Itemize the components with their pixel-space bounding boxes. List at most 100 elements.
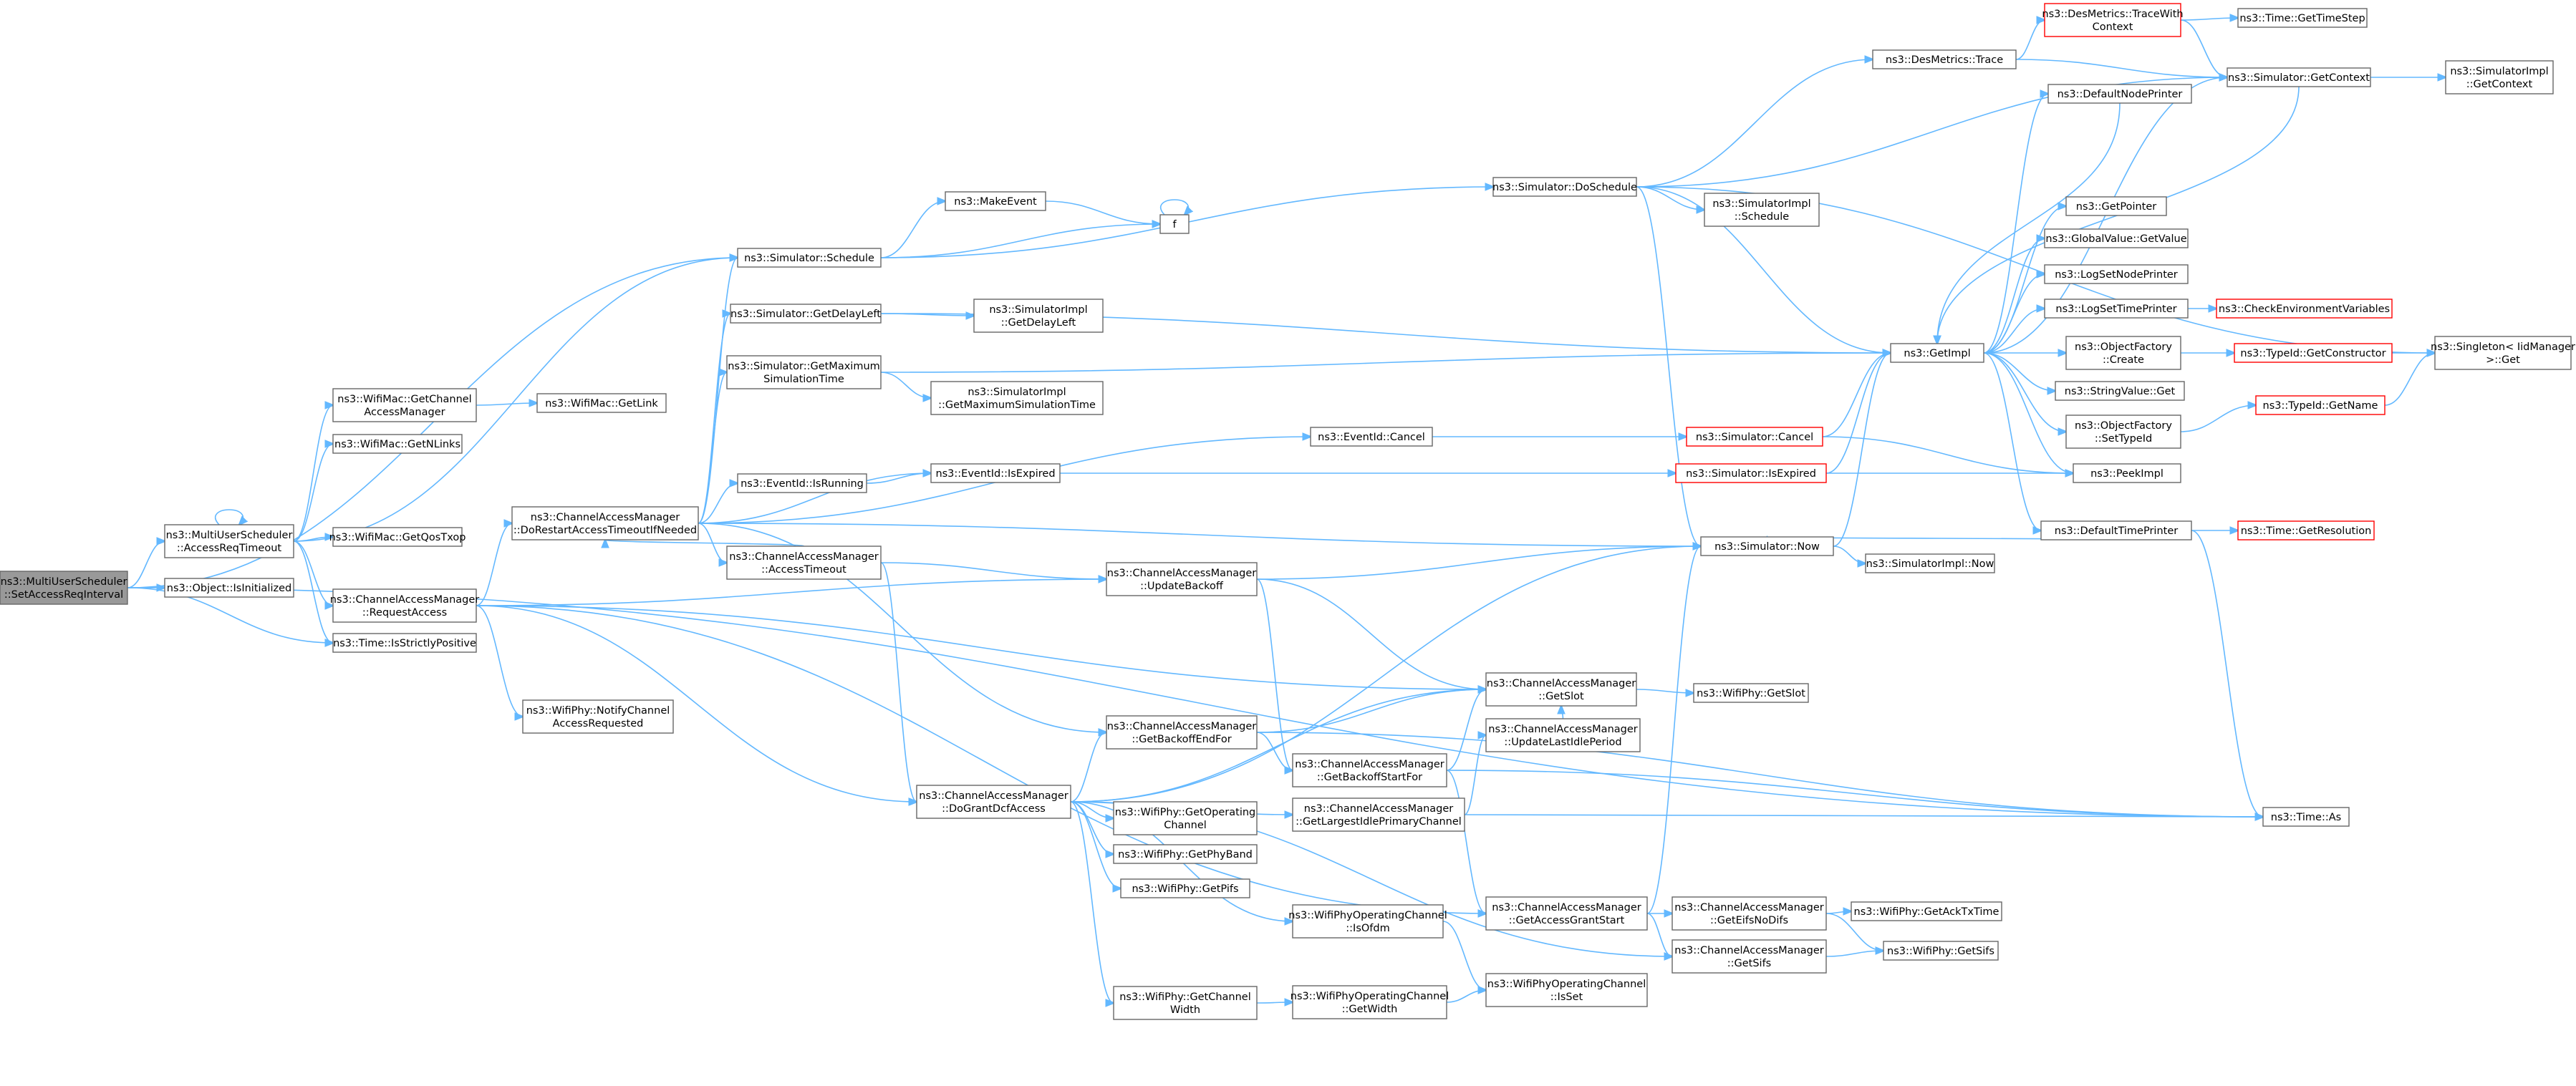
node-get-largest-idle[interactable]: ns3::ChannelAccessManager::GetLargestIdl… [1292, 797, 1465, 832]
node-update-last-idle[interactable]: ns3::ChannelAccessManager::UpdateLastIdl… [1485, 718, 1641, 752]
node-box [2065, 414, 2181, 449]
edge-type-id-get-name-to-singleton-get [2384, 353, 2435, 406]
node-is-initialized[interactable]: ns3::Object::IsInitialized [164, 578, 294, 598]
node-impl-schedule[interactable]: ns3::SimulatorImpl::Schedule [1704, 193, 1820, 227]
node-label-line: ::GetWidth [1342, 1004, 1398, 1015]
node-make-event[interactable]: ns3::MakeEvent [945, 191, 1046, 211]
node-op-is-set[interactable]: ns3::WifiPhyOperatingChannel::IsSet [1485, 973, 1648, 1007]
node-get-backoff-start-for[interactable]: ns3::ChannelAccessManager::GetBackoffSta… [1292, 753, 1447, 787]
node-get-eifs-no-difs[interactable]: ns3::ChannelAccessManager::GetEifsNoDifs [1671, 896, 1827, 931]
node-event-cancel[interactable]: ns3::EventId::Cancel [1310, 427, 1433, 447]
node-get-qos-txop[interactable]: ns3::WifiMac::GetQosTxop [329, 527, 466, 547]
node-do-schedule[interactable]: ns3::Simulator::DoSchedule [1492, 177, 1637, 197]
node-label-line: ns3::LogSetNodePrinter [2055, 269, 2178, 281]
node-get-impl[interactable]: ns3::GetImpl [1890, 343, 1984, 363]
node-des-trace[interactable]: ns3::DesMetrics::Trace [1872, 49, 2017, 69]
node-log-set-time-printer[interactable]: ns3::LogSetTimePrinter [2044, 299, 2189, 319]
node-impl-get-delay-left[interactable]: ns3::SimulatorImpl::GetDelayLeft [973, 299, 1104, 333]
node-access-timeout[interactable]: ns3::ChannelAccessManager::AccessTimeout [726, 546, 882, 580]
node-type-id-get-name[interactable]: ns3::TypeId::GetName [2255, 395, 2386, 415]
node-global-get-value[interactable]: ns3::GlobalValue::GetValue [2044, 228, 2189, 248]
node-get-time-step[interactable]: ns3::Time::GetTimeStep [2237, 8, 2368, 28]
node-impl-get-max-sim-time[interactable]: ns3::SimulatorImpl::GetMaximumSimulation… [930, 381, 1104, 415]
node-request-access[interactable]: ns3::ChannelAccessManager::RequestAccess [330, 588, 480, 623]
node-get-nlinks[interactable]: ns3::WifiMac::GetNLinks [332, 434, 463, 454]
node-box [164, 524, 294, 558]
node-phy-get-slot[interactable]: ns3::WifiPhy::GetSlot [1693, 683, 1809, 703]
node-label-line: ns3::Time::As [2271, 812, 2341, 823]
edge-sim-is-expired-to-get-impl [1825, 353, 1891, 474]
node-get-ack-tx-time[interactable]: ns3::WifiPhy::GetAckTxTime [1851, 901, 2002, 921]
node-schedule[interactable]: ns3::Simulator::Schedule [737, 248, 882, 268]
node-default-time-printer[interactable]: ns3::DefaultTimePrinter [2040, 520, 2192, 540]
node-log-set-node-printer[interactable]: ns3::LogSetNodePrinter [2044, 264, 2189, 284]
node-of-create[interactable]: ns3::ObjectFactory::Create [2065, 336, 2181, 370]
node-label-line: ns3::MultiUserScheduler [1, 576, 127, 588]
node-get-constructor[interactable]: ns3::TypeId::GetConstructor [2234, 343, 2393, 363]
node-sim-now[interactable]: ns3::Simulator::Now [1700, 536, 1834, 556]
node-do-grant-dcf-access[interactable]: ns3::ChannelAccessManager::DoGrantDcfAcc… [916, 785, 1071, 819]
node-get-delay-left[interactable]: ns3::Simulator::GetDelayLeft [730, 304, 882, 324]
node-label-line: ns3::ChannelAccessManager [1492, 902, 1641, 913]
node-box [1485, 896, 1648, 931]
edge-event-is-running-to-event-is-expired [866, 473, 931, 484]
node-label-line: ns3::WifiPhy::GetSlot [1697, 688, 1805, 699]
node-box [2262, 807, 2350, 827]
node-box [1113, 844, 1258, 864]
node-get-link[interactable]: ns3::WifiMac::GetLink [536, 393, 667, 413]
node-box [332, 388, 477, 422]
node-get-slot[interactable]: ns3::ChannelAccessManager::GetSlot [1485, 672, 1637, 707]
node-default-node-printer[interactable]: ns3::DefaultNodePrinter [2047, 84, 2192, 104]
node-is-ofdm[interactable]: ns3::WifiPhyOperatingChannel::IsOfdm [1288, 904, 1447, 939]
node-sim-is-expired[interactable]: ns3::Simulator::IsExpired [1675, 463, 1827, 483]
node-is-strictly-positive[interactable]: ns3::Time::IsStrictlyPositive [332, 633, 477, 653]
node-get-pifs[interactable]: ns3::WifiPhy::GetPifs [1120, 878, 1250, 898]
node-peek-impl[interactable]: ns3::PeekImpl [2073, 463, 2181, 483]
node-box [0, 571, 128, 605]
node-time-as[interactable]: ns3::Time::As [2262, 807, 2350, 827]
node-get-max-sim-time[interactable]: ns3::Simulator::GetMaximumSimulationTime [726, 355, 882, 389]
node-box [2434, 336, 2572, 370]
node-label-line: ns3::EventId::IsRunning [741, 478, 864, 490]
node-get-backoff-end-for[interactable]: ns3::ChannelAccessManager::GetBackoffEnd… [1106, 715, 1258, 750]
node-box [2044, 299, 2189, 319]
node-label-line: ns3::EventId::IsExpired [935, 468, 1055, 480]
node-event-is-expired[interactable]: ns3::EventId::IsExpired [930, 463, 1061, 483]
node-update-backoff[interactable]: ns3::ChannelAccessManager::UpdateBackoff [1106, 562, 1258, 596]
node-get-resolution[interactable]: ns3::Time::GetResolution [2237, 520, 2375, 540]
node-sim-get-context[interactable]: ns3::Simulator::GetContext [2227, 67, 2371, 87]
edge-make-event-to-f [1045, 200, 1160, 224]
node-sim-cancel[interactable]: ns3::Simulator::Cancel [1686, 427, 1823, 447]
node-phy-get-sifs[interactable]: ns3::WifiPhy::GetSifs [1883, 941, 1999, 961]
node-box [511, 506, 699, 540]
node-impl-now[interactable]: ns3::SimulatorImpl::Now [1865, 553, 1995, 573]
node-box [2065, 196, 2167, 216]
node-string-value-get[interactable]: ns3::StringValue::Get [2055, 381, 2185, 401]
node-check-env-vars[interactable]: ns3::CheckEnvironmentVariables [2216, 299, 2393, 319]
node-root[interactable]: ns3::MultiUserScheduler::SetAccessReqInt… [0, 571, 128, 605]
node-get-phy-band[interactable]: ns3::WifiPhy::GetPhyBand [1113, 844, 1258, 864]
node-cam-get-sifs[interactable]: ns3::ChannelAccessManager::GetSifs [1671, 939, 1827, 974]
node-op-get-width[interactable]: ns3::WifiPhyOperatingChannel::GetWidth [1291, 985, 1449, 1019]
edge-access-req-timeout-to-request-access [293, 540, 333, 606]
node-label-line: ns3::WifiPhy::GetPhyBand [1118, 849, 1253, 860]
node-of-set-type-id[interactable]: ns3::ObjectFactory::SetTypeId [2065, 414, 2181, 449]
node-label-line: ns3::ChannelAccessManager [1107, 568, 1257, 579]
node-f[interactable]: f [1159, 214, 1190, 234]
node-singleton-get[interactable]: ns3::Singleton< IidManager>::Get [2431, 336, 2575, 370]
node-get-pointer[interactable]: ns3::GetPointer [2065, 196, 2167, 216]
node-do-restart[interactable]: ns3::ChannelAccessManager::DoRestartAcce… [511, 506, 699, 540]
node-label-line: ns3::ChannelAccessManager [1488, 724, 1638, 735]
node-event-is-running[interactable]: ns3::EventId::IsRunning [737, 473, 867, 493]
node-get-access-grant-start[interactable]: ns3::ChannelAccessManager::GetAccessGran… [1485, 896, 1648, 931]
node-access-req-timeout[interactable]: ns3::MultiUserScheduler::AccessReqTimeou… [164, 524, 294, 558]
edge-get-impl-to-default-node-printer [1983, 94, 2048, 354]
node-notify-channel-access-requested[interactable]: ns3::WifiPhy::NotifyChannelAccessRequest… [522, 699, 674, 734]
node-impl-get-context[interactable]: ns3::SimulatorImpl::GetContext [2445, 60, 2554, 94]
edge-get-backoff-start-for-to-get-access-grant-start [1446, 770, 1486, 913]
